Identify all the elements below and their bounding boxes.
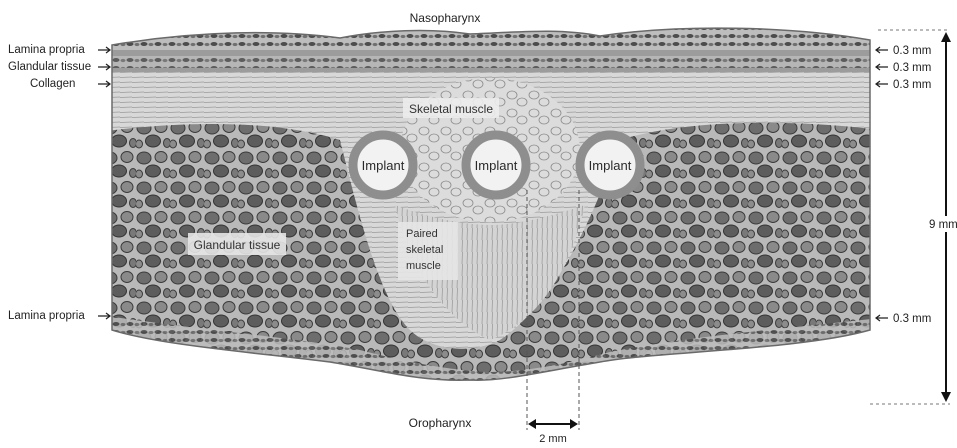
total-thickness-label: 9 mm [929,219,957,231]
arrow-left-icon [876,64,888,70]
implant-label: Implant [589,158,632,173]
implants: Implant Implant Implant [353,135,640,195]
implant-center: Implant [466,135,526,195]
implant-left: Implant [353,135,413,195]
arrow-right-icon [98,64,110,70]
nasopharynx-label: Nasopharynx [410,11,481,25]
arrowhead-right-icon [570,419,578,429]
arrowhead-up-icon [941,32,951,42]
thickness-label-4: 0.3 mm [893,313,931,325]
paired-muscle-label-1: Paired [406,228,438,240]
tissue-body [100,20,880,400]
paired-muscle-label-2: skeletal [406,244,443,256]
lamina-propria-upper [100,20,880,50]
arrow-left-icon [876,47,888,53]
right-annotations: 0.3 mm 0.3 mm 0.3 mm 0.3 mm [876,45,931,325]
arrow-left-icon [876,81,888,87]
arrowhead-left-icon [528,419,536,429]
arrow-left-icon [876,315,888,321]
left-annotations: Lamina propria Glandular tissue Collagen… [8,44,110,322]
spacing-label: 2 mm [539,433,567,443]
implant-label: Implant [362,158,405,173]
implant-label: Implant [475,158,518,173]
thickness-label-2: 0.3 mm [893,62,931,74]
skeletal-muscle-label: Skeletal muscle [409,102,493,116]
arrow-right-icon [98,47,110,53]
arrow-right-icon [98,313,110,319]
lamina-propria-top-label: Lamina propria [8,44,85,56]
glandular-tissue-top-label: Glandular tissue [8,61,91,73]
lamina-propria-bottom-label: Lamina propria [8,310,85,322]
arrowhead-down-icon [941,392,951,402]
arrow-right-icon [98,81,110,87]
oropharynx-label: Oropharynx [409,416,472,430]
glandular-band-texture [100,56,880,68]
paired-muscle-label-3: muscle [406,260,441,272]
thickness-label-3: 0.3 mm [893,79,931,91]
glandular-tissue-label: Glandular tissue [194,238,281,252]
implant-right: Implant [580,135,640,195]
thickness-label-1: 0.3 mm [893,45,931,57]
collagen-label: Collagen [30,78,75,90]
